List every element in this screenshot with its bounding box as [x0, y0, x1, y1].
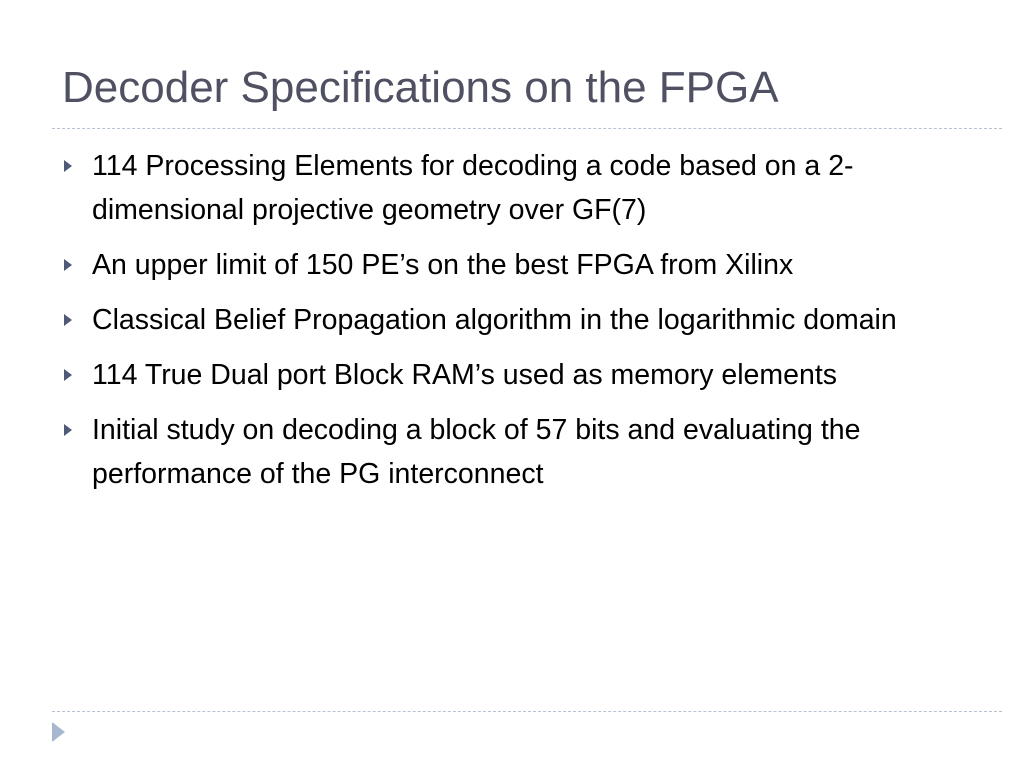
bullet-text: 114 Processing Elements for decoding a c… [92, 150, 854, 226]
bullet-item: An upper limit of 150 PE’s on the best F… [62, 243, 962, 287]
title-divider [52, 128, 1002, 129]
triangle-right-icon [64, 424, 72, 436]
play-next-icon[interactable] [52, 722, 65, 742]
footer-divider [52, 711, 1002, 712]
triangle-right-icon [64, 259, 72, 271]
triangle-right-icon [64, 314, 72, 326]
triangle-right-icon [64, 160, 72, 172]
bullet-list: 114 Processing Elements for decoding a c… [62, 144, 962, 507]
bullet-item: 114 Processing Elements for decoding a c… [62, 144, 962, 232]
bullet-item: 114 True Dual port Block RAM’s used as m… [62, 353, 962, 397]
bullet-text: 114 True Dual port Block RAM’s used as m… [92, 359, 838, 391]
bullet-text: An upper limit of 150 PE’s on the best F… [92, 249, 794, 281]
bullet-item: Initial study on decoding a block of 57 … [62, 408, 962, 496]
bullet-text: Classical Belief Propagation algorithm i… [92, 304, 897, 336]
bullet-item: Classical Belief Propagation algorithm i… [62, 298, 962, 342]
bullet-text: Initial study on decoding a block of 57 … [92, 414, 861, 490]
slide-title: Decoder Specifications on the FPGA [62, 63, 779, 112]
triangle-right-icon [64, 369, 72, 381]
